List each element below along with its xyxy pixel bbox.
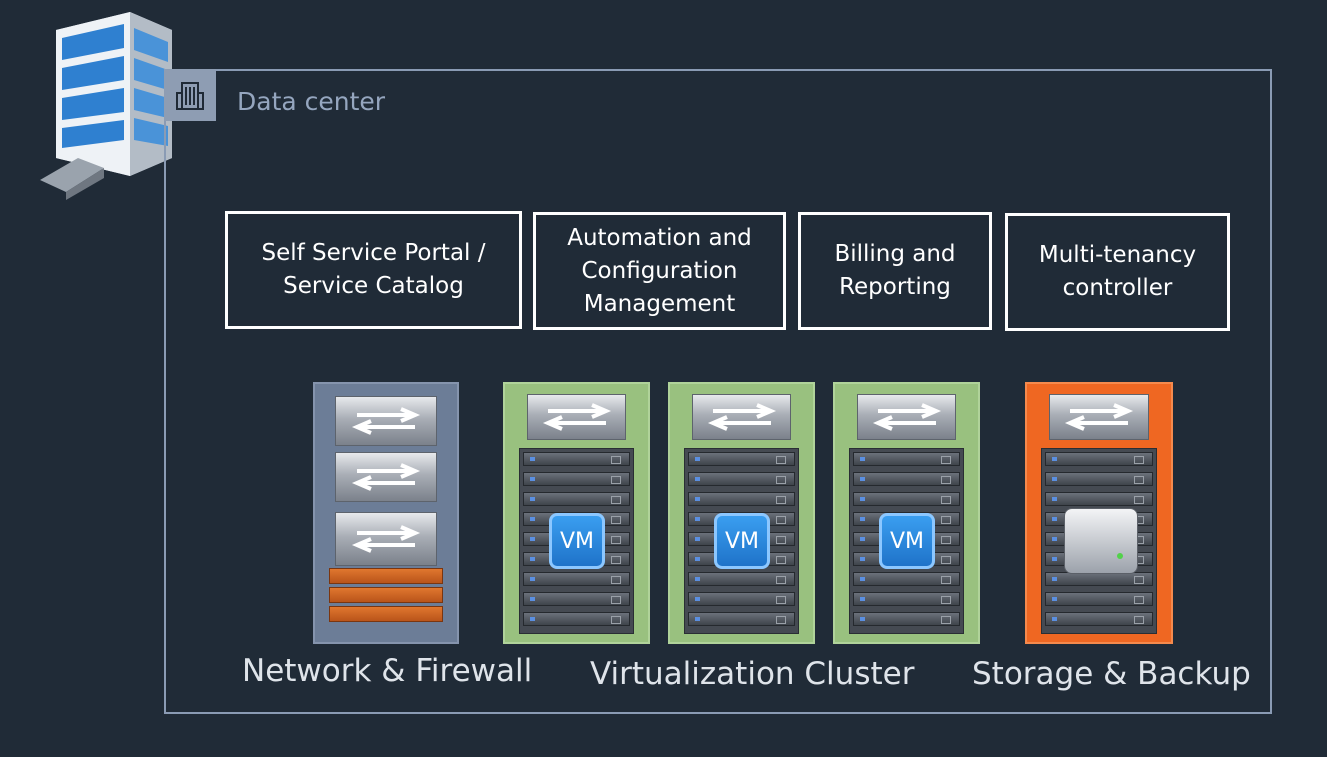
network-firewall-rack bbox=[313, 382, 459, 644]
building-icon bbox=[176, 82, 204, 110]
server-stack bbox=[519, 448, 634, 634]
network-switch bbox=[335, 396, 437, 446]
firewall-stack bbox=[329, 568, 443, 624]
virtualization-cluster-label: Virtualization Cluster bbox=[590, 656, 915, 692]
billing-reporting-box: Billing and Reporting bbox=[798, 212, 992, 330]
vm-badge: VM bbox=[879, 513, 935, 569]
firewall-unit bbox=[329, 606, 443, 622]
data-center-title: Data center bbox=[237, 87, 386, 116]
firewall-unit bbox=[329, 587, 443, 603]
firewall-unit bbox=[329, 568, 443, 584]
network-switch bbox=[857, 394, 956, 440]
hard-disk-icon bbox=[1064, 508, 1138, 574]
network-switch bbox=[692, 394, 791, 440]
office-building-icon bbox=[40, 12, 172, 200]
network-switch bbox=[335, 512, 437, 566]
swap-arrows-icon bbox=[872, 403, 941, 431]
swap-arrows-icon bbox=[707, 403, 776, 431]
vm-badge: VM bbox=[714, 513, 770, 569]
swap-arrows-icon bbox=[351, 463, 421, 491]
self-service-portal-box: Self Service Portal / Service Catalog bbox=[225, 211, 522, 329]
virtualization-rack: VM bbox=[668, 382, 815, 644]
data-center-frame bbox=[164, 69, 1272, 714]
multi-tenancy-box: Multi-tenancy controller bbox=[1005, 213, 1230, 331]
swap-arrows-icon bbox=[351, 525, 421, 553]
virtualization-rack: VM bbox=[833, 382, 980, 644]
swap-arrows-icon bbox=[1064, 403, 1134, 431]
virtualization-rack: VM bbox=[503, 382, 650, 644]
network-switch bbox=[335, 452, 437, 502]
network-switch bbox=[1049, 394, 1149, 440]
storage-backup-label: Storage & Backup bbox=[972, 656, 1251, 692]
swap-arrows-icon bbox=[542, 403, 611, 431]
storage-backup-rack bbox=[1025, 382, 1173, 644]
data-center-badge bbox=[164, 69, 216, 121]
automation-config-box: Automation and Configuration Management bbox=[533, 212, 786, 330]
vm-badge: VM bbox=[549, 513, 605, 569]
network-firewall-label: Network & Firewall bbox=[242, 653, 533, 689]
swap-arrows-icon bbox=[351, 407, 421, 435]
network-switch bbox=[527, 394, 626, 440]
